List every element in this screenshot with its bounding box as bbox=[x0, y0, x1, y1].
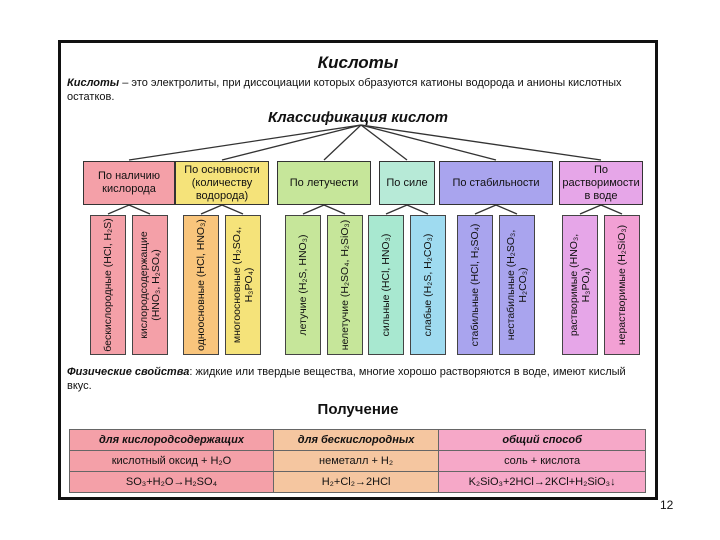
subcategory-box: одноосновные (HCl, HNO₃) bbox=[183, 215, 219, 355]
page-title: Кислоты bbox=[317, 53, 399, 72]
table-cell: K₂SiO₃+2HCl→2KCl+H₂SiO₃↓ bbox=[438, 471, 646, 493]
subcategory-label: бескислородные (HCl, H₂S) bbox=[102, 218, 114, 352]
subcategory-box: летучие (H₂S, HNO₃) bbox=[285, 215, 321, 355]
subcategory-box: нерастворимые (H₂SiO₃) bbox=[604, 215, 640, 355]
header-oxygen: для кислородсодержащих bbox=[69, 429, 274, 451]
subcategory-box: кислородсодержащие (HNO₃, H₂SO₄) bbox=[132, 215, 168, 355]
category-box: По основности (количеству водорода) bbox=[175, 161, 269, 205]
subcategory-box: растворимые (HNO₃, H₃PO₄) bbox=[562, 215, 598, 355]
table-row: кислотный оксид + H₂O неметалл + H₂ соль… bbox=[69, 450, 646, 472]
connector-line bbox=[579, 204, 602, 215]
subcategory-label: слабые (H₂S, H₂CO₃) bbox=[422, 233, 434, 337]
subcategory-label: кислородсодержащие (HNO₃, H₂SO₄) bbox=[138, 231, 162, 339]
connector-line bbox=[406, 204, 429, 215]
connector-line bbox=[128, 204, 151, 215]
classification-tree bbox=[107, 124, 623, 215]
category-box: По растворимости в воде bbox=[559, 161, 643, 205]
physical-properties: Физические свойства: жидкие или твердые … bbox=[67, 365, 647, 393]
table-cell: кислотный оксид + H₂O bbox=[69, 450, 274, 472]
category-box: По стабильности bbox=[439, 161, 553, 205]
connector-line bbox=[360, 124, 497, 161]
connector-line bbox=[128, 124, 362, 161]
category-box: По наличию кислорода bbox=[83, 161, 175, 205]
connector-line bbox=[600, 204, 623, 215]
table-cell: H₂+Cl₂→2HCl bbox=[272, 471, 440, 493]
connector-line bbox=[323, 124, 362, 161]
subcategory-label: сильные (HCl, HNO₃) bbox=[380, 233, 392, 337]
connector-line bbox=[302, 204, 325, 215]
subcategory-label: нерастворимые (H₂SiO₃) bbox=[616, 224, 628, 346]
connector-line bbox=[200, 204, 223, 215]
page-number: 12 bbox=[660, 498, 674, 512]
header-general: общий способ bbox=[438, 429, 646, 451]
subcategory-box: нестабильные (H₂SO₃, H₂CO₃) bbox=[499, 215, 535, 355]
category-box: По силе bbox=[379, 161, 435, 205]
header-oxygenless: для бескислородных bbox=[272, 429, 440, 451]
classification-title: Классификация кислот bbox=[268, 109, 448, 126]
subcategory-label: летучие (H₂S, HNO₃) bbox=[297, 234, 309, 336]
connector-line bbox=[495, 204, 518, 215]
preparation-table: для кислородсодержащих для бескислородны… bbox=[69, 429, 646, 493]
connector-line bbox=[221, 124, 362, 161]
subcategory-box: стабильные (HCl, H₂SO₄) bbox=[457, 215, 493, 355]
subcategory-box: сильные (HCl, HNO₃) bbox=[368, 215, 404, 355]
subcategory-box: многоосновные (H₂SO₄, H₃PO₄) bbox=[225, 215, 261, 355]
subcategory-box: бескислородные (HCl, H₂S) bbox=[90, 215, 126, 355]
table-cell: неметалл + H₂ bbox=[272, 450, 440, 472]
definition: Кислоты – это электролиты, при диссоциац… bbox=[67, 76, 647, 104]
subcategory-box: слабые (H₂S, H₂CO₃) bbox=[410, 215, 446, 355]
connector-line bbox=[385, 204, 408, 215]
table-header-row: для кислородсодержащих для бескислородны… bbox=[69, 429, 646, 451]
subcategory-label: многоосновные (H₂SO₄, H₃PO₄) bbox=[231, 226, 255, 344]
table-row: SO₃+H₂O→H₂SO₄ H₂+Cl₂→2HCl K₂SiO₃+2HCl→2K… bbox=[69, 471, 646, 493]
table-cell: соль + кислота bbox=[438, 450, 646, 472]
subcategory-label: нестабильные (H₂SO₃, H₂CO₃) bbox=[505, 229, 529, 341]
subcategory-label: растворимые (HNO₃, H₃PO₄) bbox=[568, 233, 592, 337]
physical-text: : жидкие или твердые вещества, многие хо… bbox=[67, 366, 626, 392]
preparation-title: Получение bbox=[317, 401, 399, 418]
connector-line bbox=[323, 204, 346, 215]
subcategory-label: одноосновные (HCl, HNO₃) bbox=[195, 219, 207, 351]
physical-term: Физические свойства bbox=[67, 366, 190, 378]
subcategory-box: нелетучие (H₂SO₄, H₂SiO₃) bbox=[327, 215, 363, 355]
subcategory-label: нелетучие (H₂SO₄, H₂SiO₃) bbox=[339, 219, 351, 351]
connector-line bbox=[360, 124, 408, 161]
table-cell: SO₃+H₂O→H₂SO₄ bbox=[69, 471, 274, 493]
subcategory-label: стабильные (HCl, H₂SO₄) bbox=[469, 223, 481, 347]
connector-line bbox=[474, 204, 497, 215]
definition-text: – это электролиты, при диссоциации котор… bbox=[67, 77, 622, 103]
connector-line bbox=[107, 204, 130, 215]
connector-line bbox=[221, 204, 244, 215]
connector-line bbox=[360, 124, 602, 161]
slide-frame: Кислоты Кислоты – это электролиты, при д… bbox=[58, 40, 658, 500]
definition-term: Кислоты bbox=[67, 77, 120, 89]
category-box: По летучести bbox=[277, 161, 371, 205]
